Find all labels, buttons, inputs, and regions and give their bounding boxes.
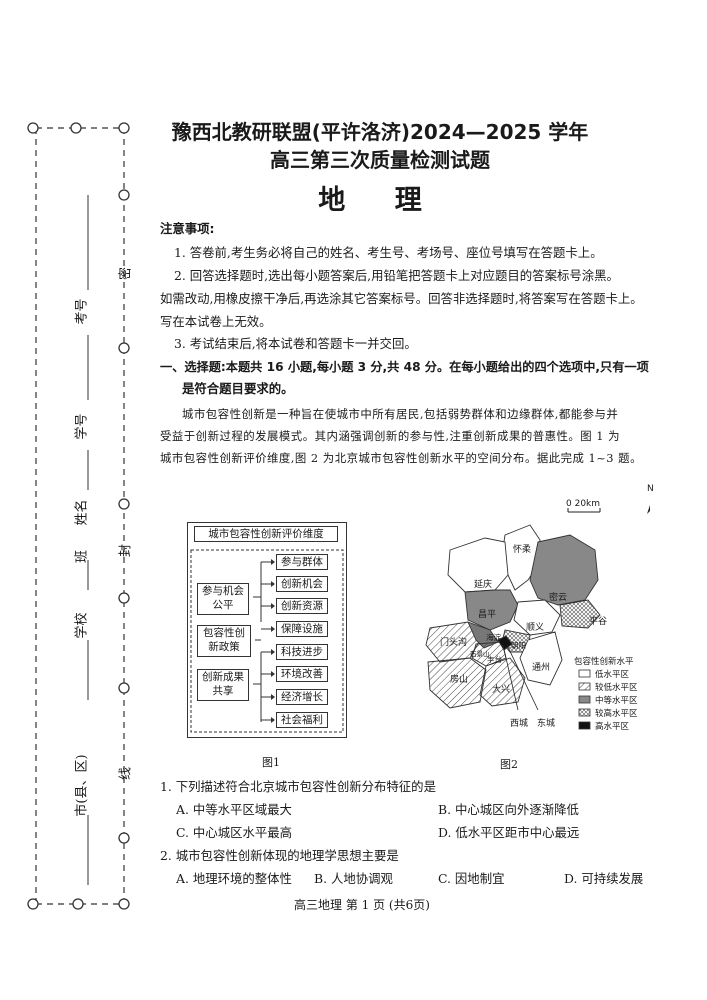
name-label: 姓名 (74, 499, 90, 526)
map-label-shijingshan: 石景山 (470, 650, 490, 658)
map-label-fangshan: 房山 (450, 675, 469, 685)
figure1-frame (187, 522, 347, 738)
figure1-item-tech: 科技进步 (276, 644, 328, 660)
question2-option-c: C. 因地制宜 (438, 871, 505, 886)
figure1-item-welfare: 社会福利 (276, 712, 328, 728)
seal-mark-feng: 封 (118, 544, 134, 558)
section1-heading-line1: 一、选择题:本题共 16 小题,每小题 3 分,共 48 分。在每小题给出的四个… (160, 360, 649, 374)
subject-title: 地 理 (318, 185, 442, 216)
notice-item-2-line3: 写在本试卷上无效。 (160, 314, 272, 329)
map-label-yanqing: 延庆 (474, 580, 493, 590)
page-footer: 高三地理 第 1 页 (共6页) (294, 898, 430, 912)
question1-stem: 1. 下列描述符合北京城市包容性创新分布特征的是 (160, 779, 436, 794)
map-label-huairou: 怀柔 (513, 545, 532, 555)
map-label-dongcheng: 东城 (537, 719, 556, 729)
intro-line1: 城市包容性创新是一种旨在使城市中所有居民,包括弱势群体和边缘群体,都能参与并 (182, 407, 619, 421)
question1-option-b: B. 中心城区向外逐渐降低 (438, 802, 579, 817)
map-label-mentougou: 门头沟 (440, 638, 468, 648)
question2-stem: 2. 城市包容性创新体现的地理学思想主要是 (160, 848, 399, 863)
map-north-label: N (647, 484, 654, 494)
legend-high: 高水平区 (595, 722, 630, 732)
class-label: 班 (74, 550, 90, 564)
legend-higher: 较高水平区 (595, 709, 638, 719)
intro-line3: 城市包容性创新评价维度,图 2 为北京城市包容性创新水平的空间分布。据此完成 1… (160, 451, 642, 465)
map-label-miyun: 密云 (549, 593, 568, 603)
figure2-caption: 图2 (500, 758, 518, 771)
section1-heading-line2: 是符合题目要求的。 (182, 381, 294, 396)
student-no-label: 学号 (74, 413, 90, 440)
notice-heading: 注意事项: (160, 221, 215, 236)
county-label: 市(县、区) (74, 754, 90, 817)
question2-option-b: B. 人地协调观 (314, 871, 393, 886)
binding-line-decoration (27, 122, 130, 910)
map-label-daxing: 大兴 (492, 685, 511, 695)
figure1-box-sharing: 创新成果共享 (197, 669, 249, 701)
notice-item-1: 1. 答卷前,考生务必将自己的姓名、考生号、考场号、座位号填写在答题卡上。 (174, 245, 603, 260)
figure1-item-participants: 参与群体 (276, 554, 328, 570)
map-label-pinggu: 平谷 (589, 617, 608, 627)
legend-title: 包容性创新水平 (574, 657, 634, 667)
figure1-item-resources: 创新资源 (276, 598, 328, 614)
legend-medium: 中等水平区 (595, 696, 638, 706)
exam-title-line1: 豫西北教研联盟(平许洛济)2024—2025 学年 (171, 120, 589, 144)
figure2-map (425, 505, 650, 711)
notice-item-2-line2: 如需改动,用橡皮擦干净后,再选涂其它答案标号。回答非选择题时,将答案写在答题卡上… (160, 291, 643, 306)
legend-swatches (578, 669, 591, 730)
map-label-fengtai: 丰台 (487, 655, 502, 664)
intro-line2: 受益于创新过程的发展模式。其内涵强调创新的参与性,注重创新成果的普惠性。图 1 … (160, 429, 621, 443)
figure1-caption: 图1 (262, 756, 280, 769)
question1-option-a: A. 中等水平区域最大 (176, 802, 292, 817)
map-scale-label: 0 20km (566, 499, 601, 509)
exam-no-label: 考号 (74, 298, 90, 325)
school-label: 学校 (74, 612, 90, 639)
question2-option-a: A. 地理环境的整体性 (176, 871, 292, 886)
figure1-box-participation: 参与机会公平 (197, 583, 249, 615)
map-label-haidian: 海淀 (486, 633, 501, 642)
legend-low: 低水平区 (595, 670, 630, 680)
figure1-box-policy: 包容性创新政策 (197, 625, 251, 657)
exam-title-line2: 高三第三次质量检测试题 (270, 148, 490, 172)
legend-lower: 较低水平区 (595, 683, 638, 693)
map-label-changping: 昌平 (478, 610, 497, 620)
figure1-item-environment: 环境改善 (276, 666, 328, 682)
seal-mark-xian: 线 (118, 767, 134, 781)
figure1-item-opportunity: 创新机会 (276, 576, 328, 592)
figure1-title-box: 城市包容性创新评价维度 (194, 526, 338, 542)
notice-item-3: 3. 考试结束后,将本试卷和答题卡一并交回。 (174, 336, 417, 351)
figure1-connectors (190, 549, 344, 733)
seal-mark-mi: 密 (118, 267, 134, 281)
map-label-xicheng: 西城 (510, 719, 529, 729)
figure1-item-safeguard: 保障设施 (276, 621, 328, 637)
figure1-item-economy: 经济增长 (276, 689, 328, 705)
map-label-shunyi: 顺义 (526, 623, 545, 633)
question1-option-c: C. 中心城区水平最高 (176, 825, 293, 840)
notice-item-2-line1: 2. 回答选择题时,选出每小题答案后,用铅笔把答题卡上对应题目的答案标号涂黑。 (174, 268, 619, 283)
map-label-chaoyang: 朝阳 (511, 641, 526, 650)
question1-option-d: D. 低水平区距市中心最远 (438, 825, 580, 840)
map-label-tongzhou: 通州 (532, 663, 551, 673)
question2-option-d: D. 可持续发展 (564, 871, 644, 886)
